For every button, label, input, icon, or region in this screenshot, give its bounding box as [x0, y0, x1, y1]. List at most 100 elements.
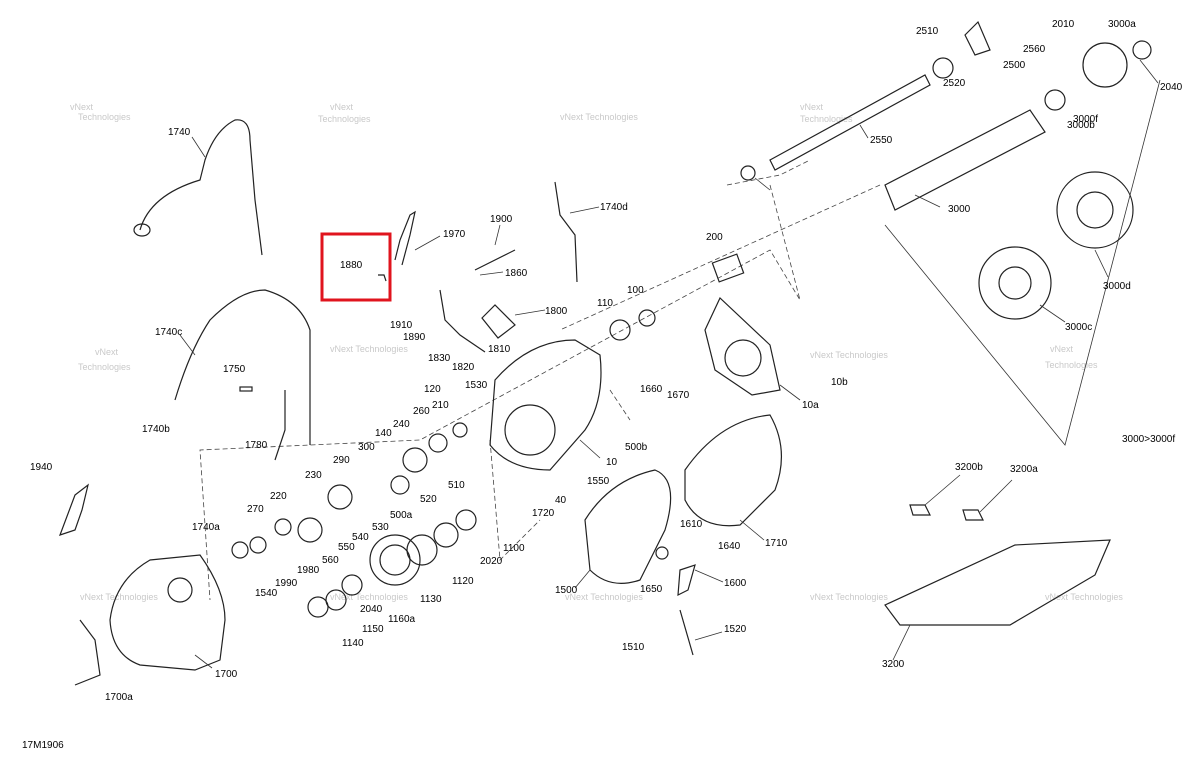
callout-1130[interactable]: 1130	[420, 594, 442, 605]
callout-3000b[interactable]: 3000b	[1067, 120, 1095, 131]
ring-3000a	[1132, 40, 1152, 60]
callout-1940[interactable]: 1940	[30, 462, 53, 473]
callout-1990[interactable]: 1990	[275, 578, 298, 589]
seal-100	[638, 309, 656, 327]
callout-1740[interactable]: 1740	[168, 127, 191, 138]
callout-1880[interactable]: 1880	[340, 260, 363, 271]
watermark-7: vNext Technologies	[810, 350, 888, 360]
callout-1670[interactable]: 1670	[667, 390, 690, 401]
cover-1700-boss	[167, 577, 193, 603]
callout-1910[interactable]: 1910	[390, 320, 413, 331]
callout-1740c[interactable]: 1740c	[155, 327, 182, 338]
callout-1640[interactable]: 1640	[718, 541, 741, 552]
callout-1750[interactable]: 1750	[223, 364, 246, 375]
callout-2520[interactable]: 2520	[943, 78, 966, 89]
callout-1660[interactable]: 1660	[640, 384, 663, 395]
callout-1510[interactable]: 1510	[622, 642, 645, 653]
callout-1540[interactable]: 1540	[255, 588, 278, 599]
callout-1740b[interactable]: 1740b	[142, 424, 170, 435]
callout-1610[interactable]: 1610	[680, 519, 703, 530]
callout-260[interactable]: 260	[413, 406, 430, 417]
callout-1830[interactable]: 1830	[428, 353, 451, 364]
callout-2020[interactable]: 2020	[480, 556, 503, 567]
callout-1650[interactable]: 1650	[640, 584, 663, 595]
callout-3200[interactable]: 3200	[882, 659, 905, 670]
callout-3000f[interactable]: 3000f	[1073, 114, 1098, 125]
callout-10b[interactable]: 10b	[831, 377, 848, 388]
callout-1160a[interactable]: 1160a	[388, 614, 416, 625]
callout-240[interactable]: 240	[393, 419, 410, 430]
callout-1980[interactable]: 1980	[297, 565, 320, 576]
leader-1900	[494, 224, 501, 246]
seal-2520	[932, 57, 954, 79]
callout-1710[interactable]: 1710	[765, 538, 788, 549]
callout-2560[interactable]: 2560	[1023, 44, 1046, 55]
callout-1810[interactable]: 1810	[488, 344, 511, 355]
callout-1740a[interactable]: 1740a	[192, 522, 220, 533]
callout-530[interactable]: 530	[372, 522, 389, 533]
callout-1600[interactable]: 1600	[724, 578, 747, 589]
callout-1500[interactable]: 1500	[555, 585, 578, 596]
callout-520[interactable]: 520	[420, 494, 437, 505]
callout-230[interactable]: 230	[305, 470, 322, 481]
callout-1120[interactable]: 1120	[452, 576, 474, 587]
callout-1720[interactable]: 1720	[532, 508, 555, 519]
callout-1740d[interactable]: 1740d	[600, 202, 628, 213]
callout-540[interactable]: 540	[352, 532, 369, 543]
callout-140[interactable]: 140	[375, 428, 392, 439]
callout-1970[interactable]: 1970	[443, 229, 466, 240]
callout-100[interactable]: 100	[627, 285, 644, 296]
callout-1100[interactable]: 1100	[503, 543, 525, 554]
callout-210[interactable]: 210	[432, 400, 449, 411]
callout-1150[interactable]: 1150	[362, 624, 384, 635]
callout-270[interactable]: 270	[247, 504, 264, 515]
callout-3000-range[interactable]: 3000>3000f	[1122, 434, 1175, 445]
callout-1820[interactable]: 1820	[452, 362, 475, 373]
callout-3200a[interactable]: 3200a	[1010, 464, 1038, 475]
callout-1780[interactable]: 1780	[245, 440, 268, 451]
callout-3000[interactable]: 3000	[948, 204, 971, 215]
callout-1800[interactable]: 1800	[545, 306, 568, 317]
callout-3200b[interactable]: 3200b	[955, 462, 983, 473]
callout-120[interactable]: 120	[424, 384, 441, 395]
bracket-1800	[481, 304, 516, 339]
callout-500b[interactable]: 500b	[625, 442, 648, 453]
callout-40[interactable]: 40	[555, 495, 567, 506]
callout-1700a[interactable]: 1700a	[105, 692, 133, 703]
dash-line-housing	[489, 439, 541, 561]
callout-300[interactable]: 300	[358, 442, 375, 453]
gear-1130	[369, 534, 421, 586]
callout-2550[interactable]: 2550	[870, 135, 893, 146]
callout-1140[interactable]: 1140	[342, 638, 364, 649]
callout-10a[interactable]: 10a	[802, 400, 819, 411]
callout-510[interactable]: 510	[448, 480, 465, 491]
callout-2510[interactable]: 2510	[916, 26, 939, 37]
callout-290[interactable]: 290	[333, 455, 350, 466]
callout-1530[interactable]: 1530	[465, 380, 488, 391]
callout-500a[interactable]: 500a	[390, 510, 413, 521]
watermark-6: vNext Technologies	[330, 344, 408, 354]
callout-200[interactable]: 200	[706, 232, 723, 243]
callout-2040[interactable]: 2040	[360, 604, 383, 615]
callout-2010[interactable]: 2010	[1052, 19, 1075, 30]
callout-3000c[interactable]: 3000c	[1065, 322, 1092, 333]
callout-220[interactable]: 220	[270, 491, 287, 502]
ring-1150	[325, 589, 347, 611]
callout-1890[interactable]: 1890	[403, 332, 426, 343]
callout-2500[interactable]: 2500	[1003, 60, 1026, 71]
callout-1520[interactable]: 1520	[724, 624, 747, 635]
gasket-10a	[704, 296, 781, 396]
callout-550[interactable]: 550	[338, 542, 355, 553]
callout-1860[interactable]: 1860	[505, 268, 528, 279]
callout-3000a[interactable]: 3000a	[1108, 19, 1136, 30]
callout-560[interactable]: 560	[322, 555, 339, 566]
tray-3200	[884, 539, 1111, 626]
callout-1550[interactable]: 1550	[587, 476, 610, 487]
callout-1900[interactable]: 1900	[490, 214, 513, 225]
callout-3000d[interactable]: 3000d	[1103, 281, 1131, 292]
callout-110[interactable]: 110	[597, 298, 613, 309]
callout-2040-right[interactable]: 2040	[1160, 82, 1183, 93]
callout-10[interactable]: 10	[606, 457, 618, 468]
leader-1860	[479, 271, 504, 276]
callout-1700[interactable]: 1700	[215, 669, 238, 680]
